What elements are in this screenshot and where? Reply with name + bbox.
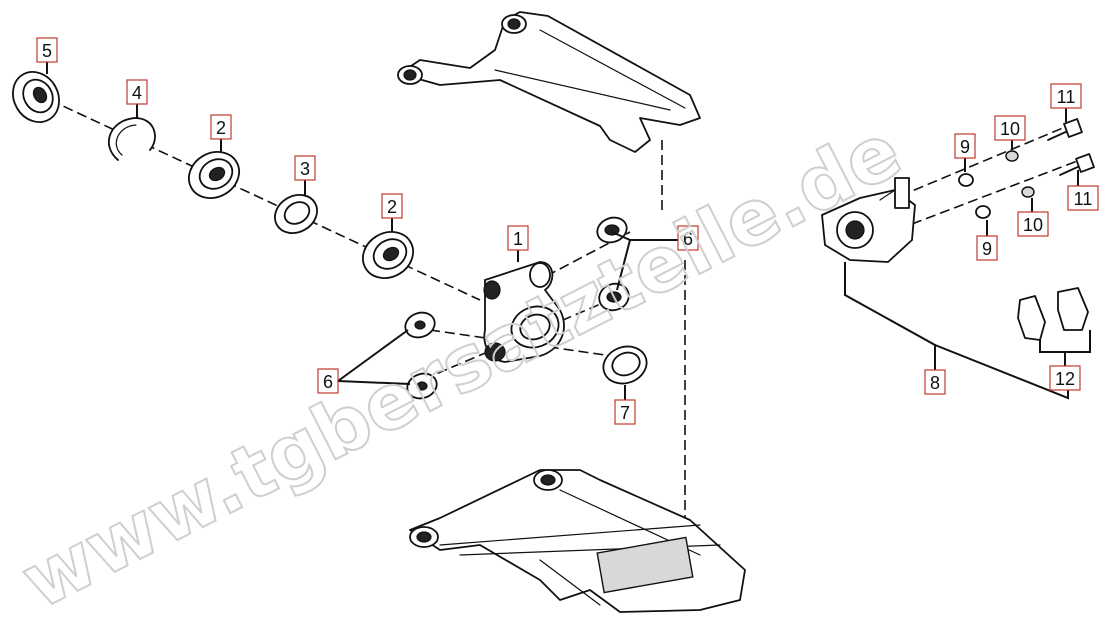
part-2-bearing-left <box>188 151 240 199</box>
svg-text:6: 6 <box>683 229 693 249</box>
part-9-washer-bottom <box>975 205 991 219</box>
part-6-bushings <box>404 216 630 400</box>
part-11-bolt-top <box>1047 118 1083 141</box>
svg-text:3: 3 <box>300 159 310 179</box>
part-7-seal <box>602 345 648 385</box>
part-8-brake-caliper <box>821 177 916 263</box>
callout-4: 4 <box>126 79 148 105</box>
svg-text:1: 1 <box>513 229 523 249</box>
part-10-nut-bottom <box>1021 186 1035 198</box>
svg-text:10: 10 <box>1023 215 1043 235</box>
svg-text:10: 10 <box>1000 119 1020 139</box>
svg-text:2: 2 <box>387 197 397 217</box>
part-10-nut-top <box>1005 150 1019 162</box>
svg-text:4: 4 <box>132 83 142 103</box>
callout-6-left: 6 <box>317 368 339 394</box>
callout-5: 5 <box>36 37 58 63</box>
lower-swing-arm <box>409 469 746 613</box>
upper-swing-arm <box>397 11 701 153</box>
callout-2-center: 2 <box>381 193 403 219</box>
svg-text:12: 12 <box>1055 369 1075 389</box>
callout-10-top: 10 <box>994 115 1026 141</box>
callout-8: 8 <box>924 369 946 395</box>
callout-10-bottom: 10 <box>1017 211 1049 237</box>
svg-text:7: 7 <box>620 403 630 423</box>
part-1-knuckle <box>483 261 565 363</box>
callout-9-bottom: 9 <box>976 235 998 261</box>
svg-text:9: 9 <box>960 137 970 157</box>
svg-text:8: 8 <box>930 373 940 393</box>
part-12-brake-pads <box>1017 287 1089 341</box>
svg-text:5: 5 <box>42 41 52 61</box>
callout-11-top: 11 <box>1050 83 1082 109</box>
fasteners <box>958 118 1095 219</box>
callout-6-right: 6 <box>677 225 699 251</box>
part-2-bearing-center <box>362 231 414 279</box>
part-9-washer-top <box>958 173 974 187</box>
callout-11-bottom: 11 <box>1067 185 1099 211</box>
svg-text:11: 11 <box>1074 189 1093 209</box>
part-4-circlip <box>107 117 156 161</box>
callout-9-top: 9 <box>954 133 976 159</box>
part-3-spacer <box>274 194 318 234</box>
callout-1: 1 <box>507 225 529 251</box>
callout-12: 12 <box>1049 365 1081 391</box>
svg-text:2: 2 <box>216 118 226 138</box>
callout-7: 7 <box>614 399 636 425</box>
callout-3: 3 <box>294 155 316 181</box>
part-5-seal <box>12 71 60 123</box>
callout-2-left: 2 <box>210 114 232 140</box>
svg-text:6: 6 <box>323 372 333 392</box>
leader-lines <box>46 62 1091 400</box>
part-11-bolt-bottom <box>1059 153 1095 176</box>
svg-text:9: 9 <box>982 239 992 259</box>
svg-text:11: 11 <box>1057 87 1076 107</box>
